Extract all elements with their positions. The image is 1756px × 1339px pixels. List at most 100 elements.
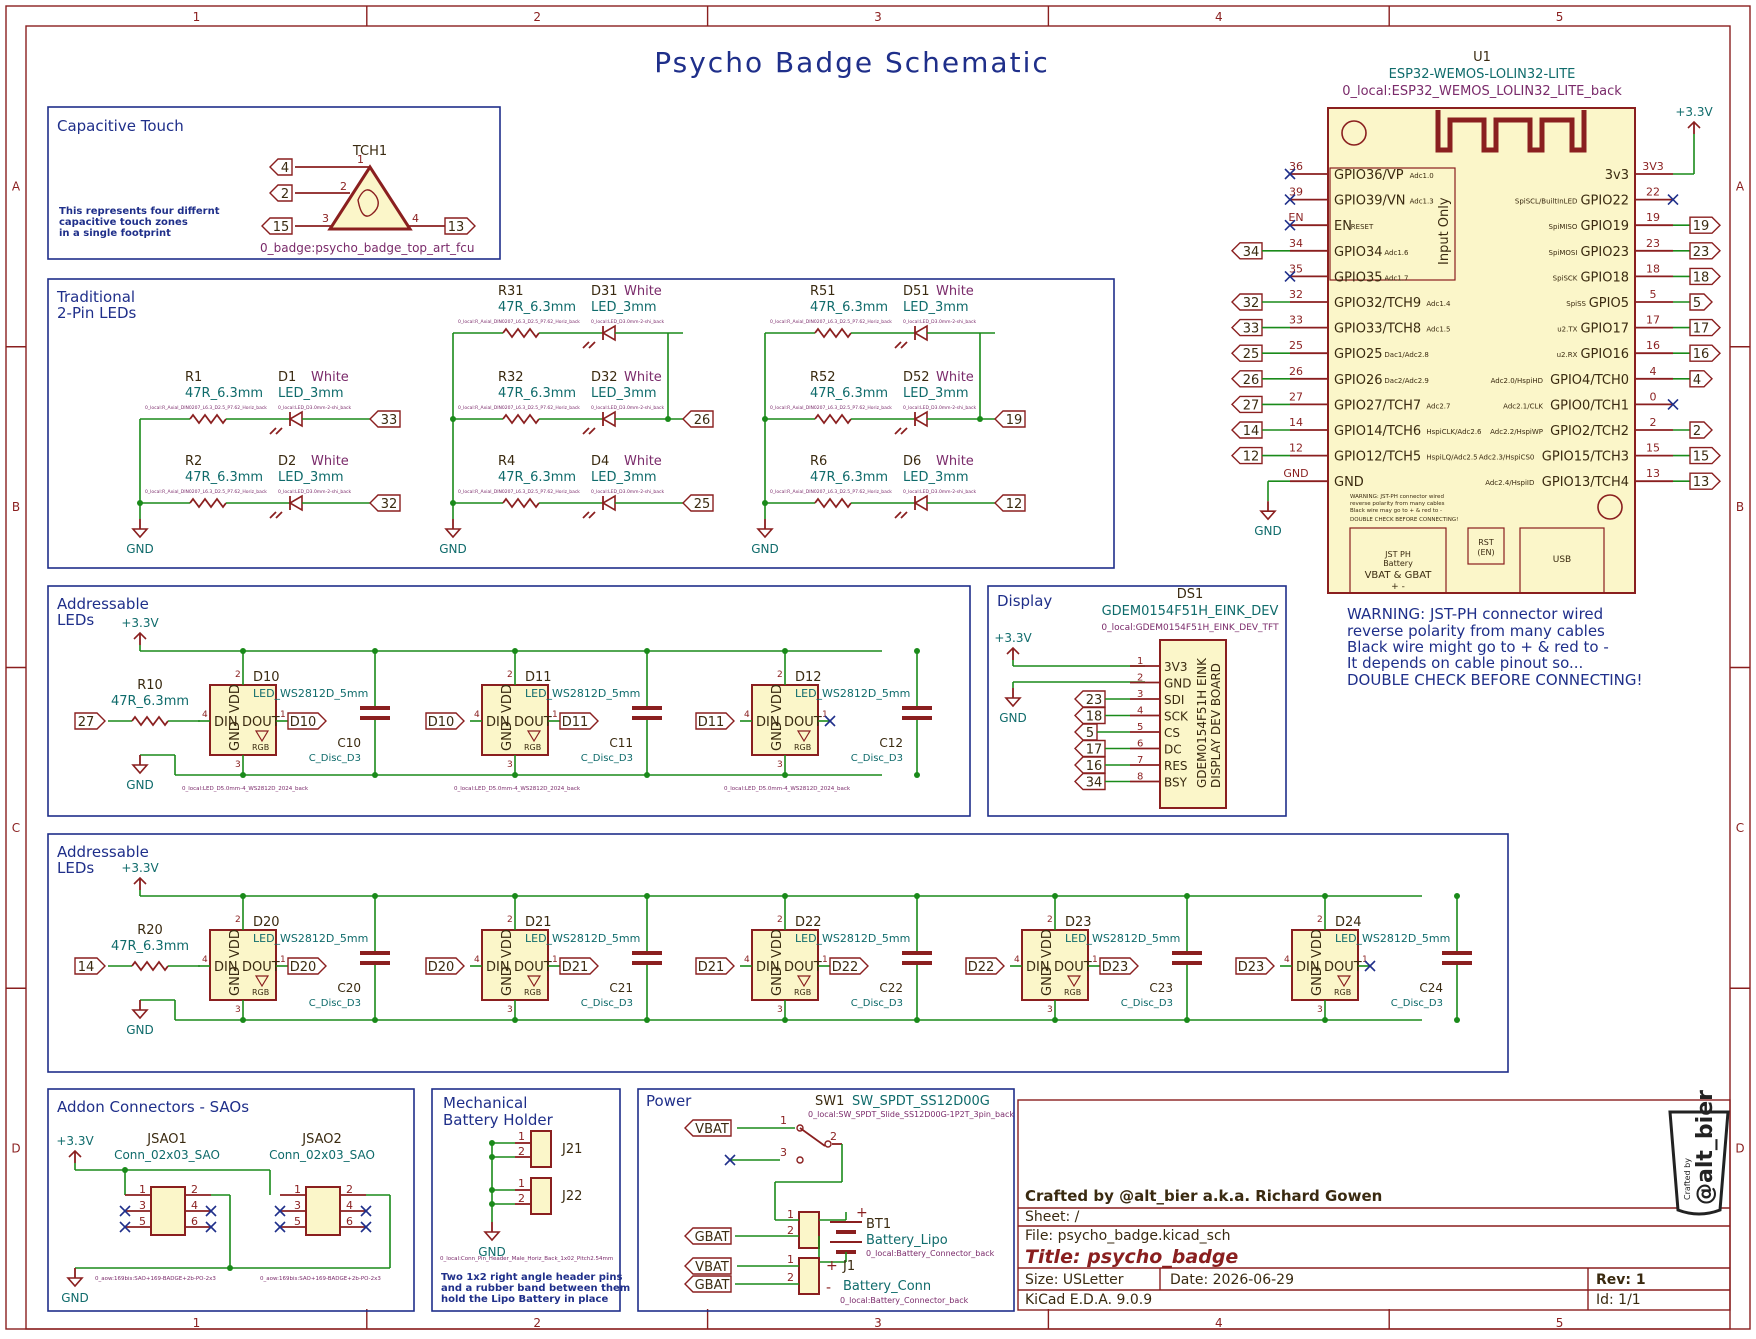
- led-glyph-icon: [1066, 975, 1082, 988]
- dout-net-label: D11: [559, 712, 599, 730]
- net-label-text: GBAT: [695, 1230, 730, 1245]
- display-pin-num: 4: [1137, 706, 1143, 717]
- no-connect-stroke: [1284, 194, 1296, 206]
- led-diode-icon: [894, 494, 928, 519]
- led-value: LED_WS2812D_5mm: [525, 932, 640, 945]
- pin-num: 4: [474, 955, 480, 965]
- j1-value: Battery_Conn: [843, 1279, 931, 1294]
- touch-note-3: in a single footprint: [59, 228, 171, 239]
- led-value: LED_3mm: [903, 470, 969, 485]
- sw-footprint: 0_local:SW_SPDT_Slide_SS12D00G-1P2T_3pin…: [808, 1110, 1014, 1119]
- pin-vdd: VDD: [228, 684, 243, 713]
- pin-gnd: GND: [770, 966, 785, 996]
- net-label-text: 23: [1693, 245, 1710, 260]
- pin-num: 2: [777, 670, 783, 680]
- display-net-label: 16: [1074, 756, 1106, 774]
- mcu-pin-name: 3v3: [1605, 168, 1629, 183]
- ground-symbol: GND: [126, 1000, 154, 1037]
- power-symbol: +3.3V: [56, 1134, 94, 1163]
- led-glyph-icon: [796, 730, 812, 743]
- mcu-rst-1: RST: [1478, 538, 1494, 547]
- resistor-icon: [189, 497, 227, 509]
- mcu-net-label: 16: [1689, 344, 1721, 362]
- resistor-ref: R1: [185, 370, 202, 385]
- net-label-shape: [369, 494, 401, 512]
- sw-pin-num: 1: [780, 1114, 787, 1127]
- sao-pin-num: 3: [139, 1199, 146, 1212]
- led-row: R3247R_6.3mm0_local:R_Axial_DIN0207_L6.3…: [453, 370, 714, 435]
- led-glyph-icon: [526, 730, 542, 743]
- led-value: LED_WS2812D_5mm: [253, 932, 368, 945]
- sao-pin-num: 3: [294, 1199, 301, 1212]
- resistor-value: 47R_6.3mm: [810, 386, 888, 401]
- pin-num: 4: [202, 710, 208, 720]
- resistor-footprint: 0_local:R_Axial_DIN0207_L6.3_D2.5_P7.62_…: [145, 489, 267, 495]
- junction-dot: [1322, 1017, 1328, 1023]
- no-connect-icon: [1284, 168, 1296, 180]
- pin-rgb: RGB: [524, 743, 541, 752]
- mcu-net-label: 5: [1689, 293, 1713, 311]
- led-diode-icon: [894, 410, 928, 435]
- pin-gnd: GND: [228, 721, 243, 751]
- sw-value: SW_SPDT_SS12D00G: [852, 1094, 990, 1109]
- net-label-shape: [994, 410, 1026, 428]
- resistor-icon: [814, 497, 852, 509]
- touch-pin-1: 1: [357, 153, 364, 166]
- led-diode-icon: [582, 494, 616, 519]
- pin-num: 3: [507, 1005, 513, 1015]
- net-label-text: 25: [1243, 347, 1260, 362]
- power-arrow-icon: [68, 1149, 82, 1158]
- addressable-leds-1-section: Addressable LEDs +3.3VGND27R1047R_6.3mmD…: [47, 585, 971, 817]
- pin-vdd: VDD: [228, 929, 243, 958]
- mcu-pin-name: GPIO25: [1334, 347, 1383, 362]
- mcu-net-label: 4: [1689, 370, 1713, 388]
- junction-dot: [914, 772, 920, 778]
- net-label-text: 19: [1693, 219, 1710, 234]
- header-pin-num: 2: [518, 1192, 525, 1205]
- net-label-text: 33: [381, 413, 398, 428]
- no-connect-icon: [1667, 398, 1679, 410]
- mcu-pin-alt: Adc2.1/CLK: [1503, 402, 1543, 410]
- pin-num: 3: [1317, 1005, 1323, 1015]
- net-label-text: 12: [1243, 450, 1260, 465]
- led-net-label: 32: [369, 494, 401, 512]
- led-footprint: 0_local:LED_D3.0mm-2-shi_back: [591, 405, 664, 411]
- cap-value: C_Disc_D3: [309, 998, 361, 1009]
- pin-num: 1: [1362, 955, 1368, 965]
- led-body: [481, 929, 549, 1001]
- ground-label: GND: [126, 1023, 154, 1037]
- res-value: 47R_6.3mm: [111, 694, 189, 709]
- mcu-pin-num: 27: [1289, 390, 1303, 403]
- grid-row-left: C: [12, 821, 20, 835]
- led-footprint: 0_local:LED_D3.0mm-2-shi_back: [278, 405, 351, 411]
- ground-symbol: GND: [439, 519, 467, 556]
- mcu-net-label: 32: [1231, 293, 1263, 311]
- net-label-text: 19: [1006, 413, 1023, 428]
- diode-triangle: [288, 494, 303, 512]
- net-label-text: 5: [1693, 296, 1701, 311]
- pin-vdd: VDD: [770, 684, 785, 713]
- net-label-shape: [829, 957, 869, 975]
- junction-dot: [512, 648, 518, 654]
- net-label-text: D22: [968, 960, 995, 975]
- led-ray: [900, 427, 908, 435]
- mcu-net-label: 27: [1231, 395, 1263, 413]
- junction-dot: [644, 893, 650, 899]
- mcu-pin-name: GPIO34: [1334, 245, 1383, 260]
- display-body: [1159, 639, 1227, 809]
- warning-line-1: WARNING: JST-PH connector wired: [1347, 605, 1603, 623]
- bt-ref: BT1: [866, 1217, 891, 1232]
- sao-ref: JSAO2: [301, 1132, 342, 1147]
- led-ray: [588, 511, 596, 519]
- tb-title: Title: psycho_badge: [1025, 1246, 1238, 1268]
- sao-value: Conn_02x03_SAO: [114, 1148, 220, 1162]
- cap-ref: C24: [1419, 981, 1443, 995]
- led-row: R647R_6.3mm0_local:R_Axial_DIN0207_L6.3_…: [765, 454, 1026, 519]
- grid-row-left: A: [12, 179, 21, 193]
- pin-din: DIN: [214, 960, 238, 975]
- junction-dot: [644, 772, 650, 778]
- resistor-ref: R52: [810, 370, 836, 385]
- pin-rgb: RGB: [524, 988, 541, 997]
